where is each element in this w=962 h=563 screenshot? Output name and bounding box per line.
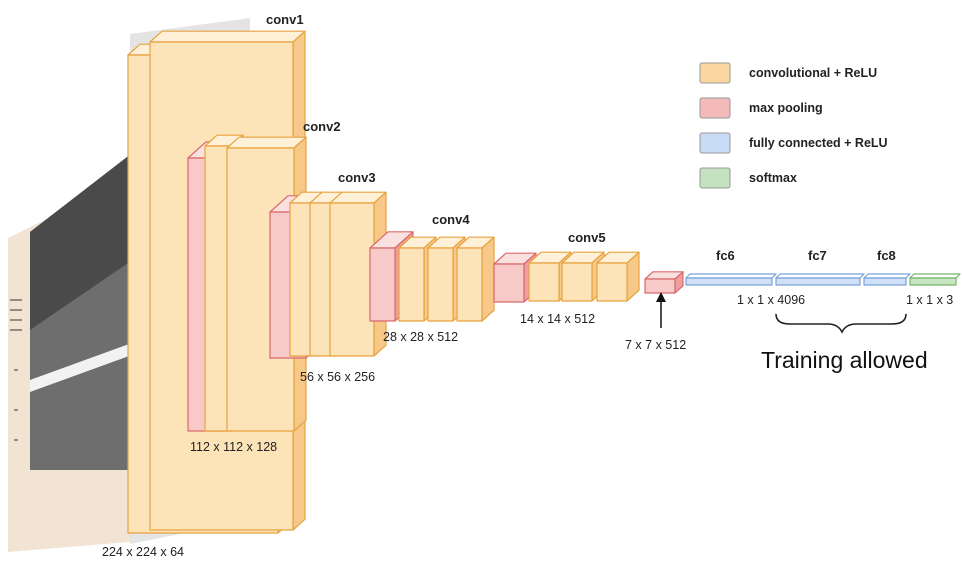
conv5-pool-block-face <box>494 264 524 302</box>
conv4-block-3-face <box>457 248 482 321</box>
dim-label-conv4: 28 x 28 x 512 <box>383 330 458 344</box>
conv2-block-2-top <box>227 137 306 148</box>
legend-swatch-1 <box>700 98 730 118</box>
fc8-block <box>864 274 910 285</box>
legend-label-1: max pooling <box>749 101 823 115</box>
layer-blocks <box>128 31 960 533</box>
fc6-block <box>686 274 776 285</box>
softmax-block <box>910 274 960 285</box>
conv5-block-1-face <box>529 263 559 301</box>
dim-label-pool5: 7 x 7 x 512 <box>625 338 686 352</box>
dim-label-conv1: 224 x 224 x 64 <box>102 545 184 559</box>
conv4-block-2-face <box>428 248 453 321</box>
fc6-block-face <box>686 278 772 285</box>
dim-label-conv2: 112 x 112 x 128 <box>190 440 277 454</box>
legend-label-0: convolutional + ReLU <box>749 66 877 80</box>
fc8-block-face <box>864 278 906 285</box>
legend: convolutional + ReLU max pooling fully con… <box>700 63 888 188</box>
dim-label-softmax: 1 x 1 x 3 <box>906 293 953 307</box>
pool5-block-face <box>645 279 675 293</box>
stage-label-fc6: fc6 <box>716 248 735 263</box>
training-brace <box>776 314 906 332</box>
fc7-block-face <box>776 278 860 285</box>
dim-label-conv3: 56 x 56 x 256 <box>300 370 375 384</box>
conv4-block-1-face <box>399 248 424 321</box>
pool5-block <box>645 272 683 293</box>
dim-label-conv5: 14 x 14 x 512 <box>520 312 595 326</box>
stage-label-fc8: fc8 <box>877 248 896 263</box>
conv1-block-2-top <box>150 31 305 42</box>
legend-swatch-0 <box>700 63 730 83</box>
conv4-pool-block-face <box>370 248 395 321</box>
stage-label-conv2: conv2 <box>303 119 341 134</box>
conv3-block-3-face <box>330 203 374 356</box>
dim-label-fc: 1 x 1 x 4096 <box>737 293 805 307</box>
legend-swatch-3 <box>700 168 730 188</box>
legend-label-3: softmax <box>749 171 797 185</box>
conv4-block-3 <box>457 237 494 321</box>
conv4-block-3-side <box>482 237 494 321</box>
stage-label-conv1: conv1 <box>266 12 304 27</box>
softmax-block-face <box>910 278 956 285</box>
training-allowed-annotation: Training allowed <box>761 347 928 373</box>
conv5-block-3-face <box>597 263 627 301</box>
stage-label-fc7: fc7 <box>808 248 827 263</box>
conv5-block-2-face <box>562 263 592 301</box>
legend-label-2: fully connected + ReLU <box>749 136 888 150</box>
stage-label-conv4: conv4 <box>432 212 470 227</box>
legend-swatch-2 <box>700 133 730 153</box>
conv5-block-3 <box>597 252 639 301</box>
stage-label-conv5: conv5 <box>568 230 606 245</box>
pool5-arrow <box>656 292 666 328</box>
stage-label-conv3: conv3 <box>338 170 376 185</box>
fc7-block <box>776 274 864 285</box>
